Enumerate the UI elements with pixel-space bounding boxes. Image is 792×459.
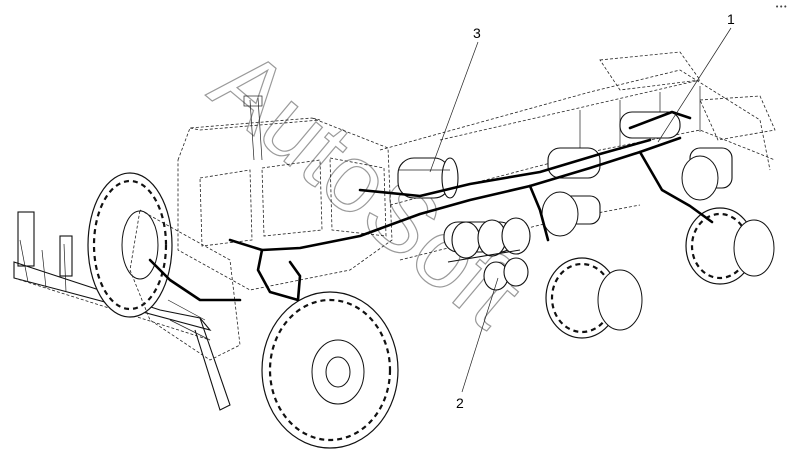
rear-hub-middle-left — [545, 257, 643, 339]
component-3-tank — [397, 157, 459, 199]
wiring-harness — [148, 110, 714, 302]
watermark-text: AutoSoft — [192, 29, 543, 348]
callout-label-2: 2 — [456, 395, 464, 411]
watermark: AutoSoft — [191, 29, 543, 349]
callout-leaders — [429, 27, 732, 393]
front-tire-left — [87, 172, 173, 318]
leader-line-1 — [657, 27, 732, 143]
callouts: 1 3 2 — [456, 11, 735, 411]
hood — [129, 209, 241, 361]
component-2-air-tanks — [443, 217, 531, 291]
callout-label-1: 1 — [727, 11, 735, 27]
leader-line-2-3 — [429, 41, 479, 173]
leader-line-2 — [461, 277, 499, 393]
rear-hub-rear-left — [685, 207, 775, 285]
callout-label-3: 3 — [473, 25, 481, 41]
corner-mark: ••• — [775, 3, 787, 11]
front-tire-right — [261, 291, 399, 449]
cab — [177, 95, 393, 291]
rear-hub-middle-right — [541, 155, 719, 237]
